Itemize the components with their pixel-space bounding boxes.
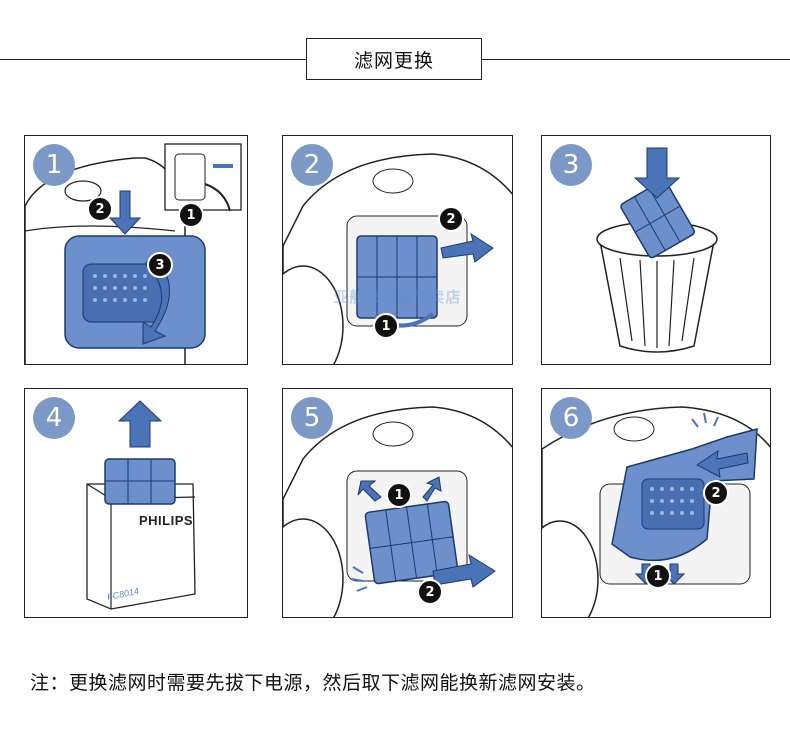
step-6-badge-2: 2 xyxy=(703,480,729,506)
step-1-badge-1: 1 xyxy=(178,202,204,228)
step-6-illustration xyxy=(542,406,770,617)
step-1-badge-2: 2 xyxy=(87,196,113,222)
step-3-illustration xyxy=(596,147,718,353)
step-2-badge-1: 1 xyxy=(373,313,399,339)
footer-note: 注：更换滤网时需要先拔下电源，然后取下滤网能换新滤网安装。 xyxy=(30,672,596,694)
step-5-illustration xyxy=(283,406,512,617)
step-6-badge-1: 1 xyxy=(645,563,671,589)
step-number-4: 4 xyxy=(33,397,75,439)
step-panel-3: 3 xyxy=(541,135,771,365)
step-panel-6: 6 1 2 xyxy=(541,388,771,618)
step-panel-1: 1 1 2 3 xyxy=(24,135,248,365)
step-2-badge-2: 2 xyxy=(438,206,464,232)
step-panel-2: 2 亚航家电售专卖店 1 2 xyxy=(282,135,513,365)
step-panel-5: 5 1 2 xyxy=(282,388,513,618)
step-5-badge-1: 1 xyxy=(386,482,412,508)
step-number-1: 1 xyxy=(33,144,75,186)
step-5-badge-2: 2 xyxy=(417,579,443,605)
title-rule-right xyxy=(482,59,790,60)
box-brand-label: PHILIPS xyxy=(139,513,194,528)
step-number-3: 3 xyxy=(550,144,592,186)
step-number-2: 2 xyxy=(291,144,333,186)
step-4-illustration xyxy=(86,400,196,610)
step-panel-4: 4 PHILIPS FC8014 xyxy=(24,388,248,618)
section-title: 滤网更换 xyxy=(306,38,482,80)
step-number-5: 5 xyxy=(291,397,333,439)
step-1-badge-3: 3 xyxy=(147,252,173,278)
step-number-6: 6 xyxy=(550,397,592,439)
title-rule-left xyxy=(0,59,306,60)
step-1-illustration xyxy=(25,143,242,364)
